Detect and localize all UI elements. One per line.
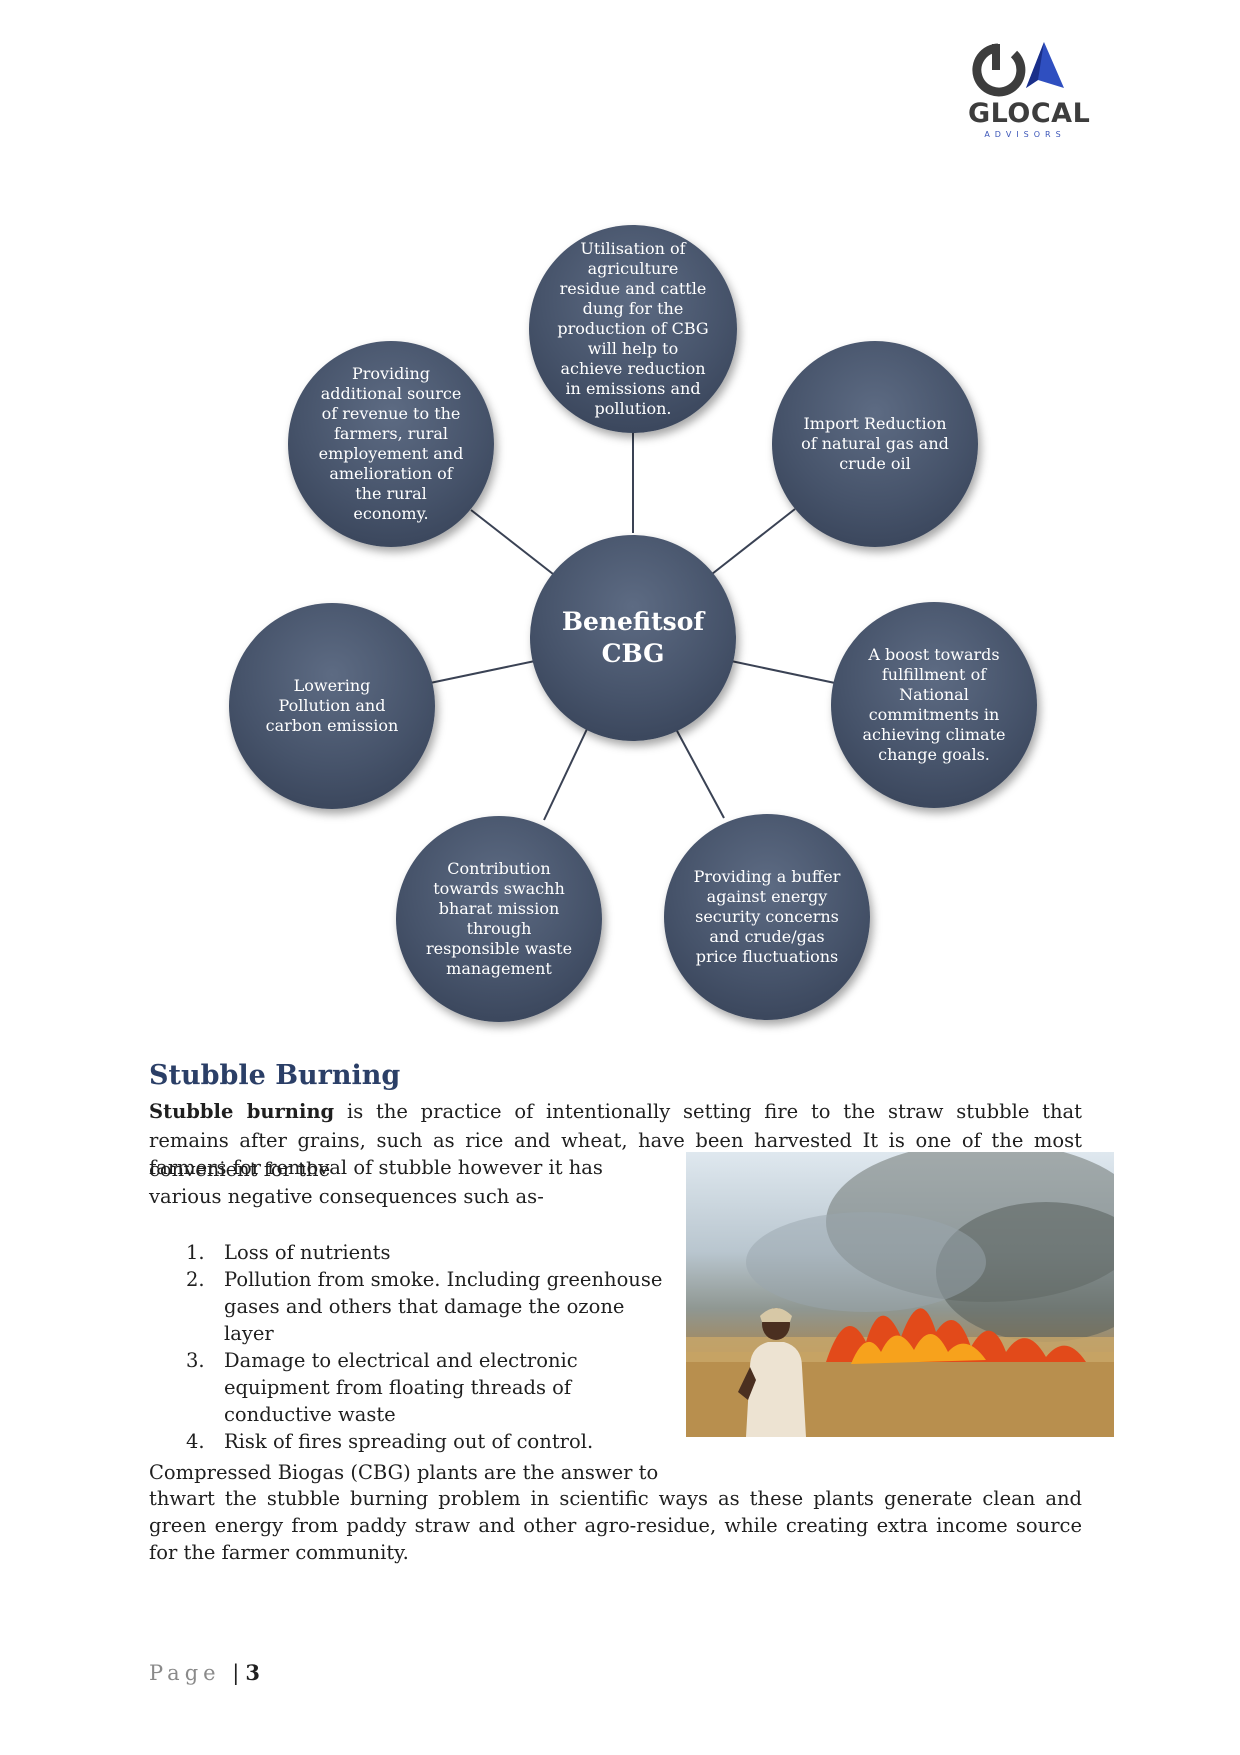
closing-paragraph-start: Compressed Biogas (CBG) plants are the a…	[149, 1461, 659, 1484]
benefit-node-text: Import Reduction of natural gas and crud…	[801, 414, 949, 473]
benefit-node-7: Providing additional source of revenue t…	[288, 341, 494, 547]
list-item-number: 4.	[186, 1430, 205, 1453]
benefit-node-text: Utilisation of agriculture residue and c…	[557, 239, 709, 418]
diagram-connectors	[429, 430, 836, 821]
list-item-number: 2.	[186, 1268, 205, 1291]
connector-left	[429, 660, 536, 684]
list-item: 2. Pollution from smoke. Including greenh…	[149, 1266, 679, 1347]
page-separator: |	[232, 1661, 240, 1685]
benefit-node-text: Lowering Pollution and carbon emission	[265, 676, 399, 735]
list-item-number: 1.	[186, 1241, 205, 1264]
benefit-node-5: Contribution towards swachh bharat missi…	[396, 816, 602, 1022]
connector-right	[730, 660, 836, 684]
benefits-diagram: Utilisation of agriculture residue and c…	[229, 225, 1037, 1022]
stubble-burning-photo	[686, 1152, 1114, 1437]
connector-top-left	[470, 509, 554, 575]
benefits-center-node: Benefitsof CBG	[530, 535, 736, 741]
section-title: Stubble Burning	[149, 1060, 401, 1091]
field-fire-illustration	[686, 1152, 1114, 1437]
page-number: 3	[245, 1660, 260, 1685]
benefit-node-1: Utilisation of agriculture residue and c…	[529, 225, 737, 433]
benefit-node-text: Providing a buffer against energy securi…	[693, 867, 841, 966]
connector-bottom-left	[543, 728, 588, 821]
page-label: Page	[149, 1661, 221, 1685]
page-footer: Page |3	[149, 1660, 260, 1685]
list-item: 3. Damage to electrical and electronic eq…	[149, 1347, 679, 1428]
list-item-text: Loss of nutrients	[224, 1241, 391, 1264]
benefit-node-3: A boost towards fulfillment of National …	[831, 602, 1037, 808]
connector-bottom-right	[675, 728, 725, 819]
consequences-list: 1. Loss of nutrients 2. Pollution from smo…	[149, 1239, 679, 1455]
benefit-node-6: Lowering Pollution and carbon emission	[229, 603, 435, 809]
list-item-text: Pollution from smoke. Including greenhou…	[224, 1268, 663, 1345]
logo-name: GLOCAL	[968, 98, 1091, 129]
list-item-text: Risk of fires spreading out of control.	[224, 1430, 594, 1453]
closing-paragraph: thwart the stubble burning problem in sc…	[149, 1487, 1082, 1564]
benefit-node-4: Providing a buffer against energy securi…	[664, 814, 870, 1020]
glocal-advisors-logo: GLOCAL ADVISORS	[968, 40, 1091, 140]
connector-top-right	[711, 508, 796, 575]
intro-bold-term: Stubble burning	[149, 1100, 335, 1123]
intro-paragraph: Stubble burning is the practice of inten…	[149, 1097, 1082, 1184]
benefit-node-2: Import Reduction of natural gas and crud…	[772, 341, 978, 547]
center-node-title: Benefitsof CBG	[561, 607, 705, 668]
logo-subtitle: ADVISORS	[984, 130, 1066, 139]
logo-mark-icon	[972, 42, 1064, 97]
list-item-text: Damage to electrical and electronic equi…	[224, 1349, 578, 1426]
list-item-number: 3.	[186, 1349, 205, 1372]
list-item: 4. Risk of fires spreading out of control…	[149, 1428, 679, 1455]
intro-continuation: farmers for removal of stubble however i…	[149, 1156, 603, 1208]
intro-text: is the practice of intentionally setting…	[149, 1100, 1083, 1181]
list-item: 1. Loss of nutrients	[149, 1239, 679, 1266]
benefit-node-text: Providing additional source of revenue t…	[318, 364, 464, 523]
benefit-node-text: A boost towards fulfillment of National …	[862, 645, 1006, 764]
benefit-node-text: Contribution towards swachh bharat missi…	[425, 859, 573, 978]
